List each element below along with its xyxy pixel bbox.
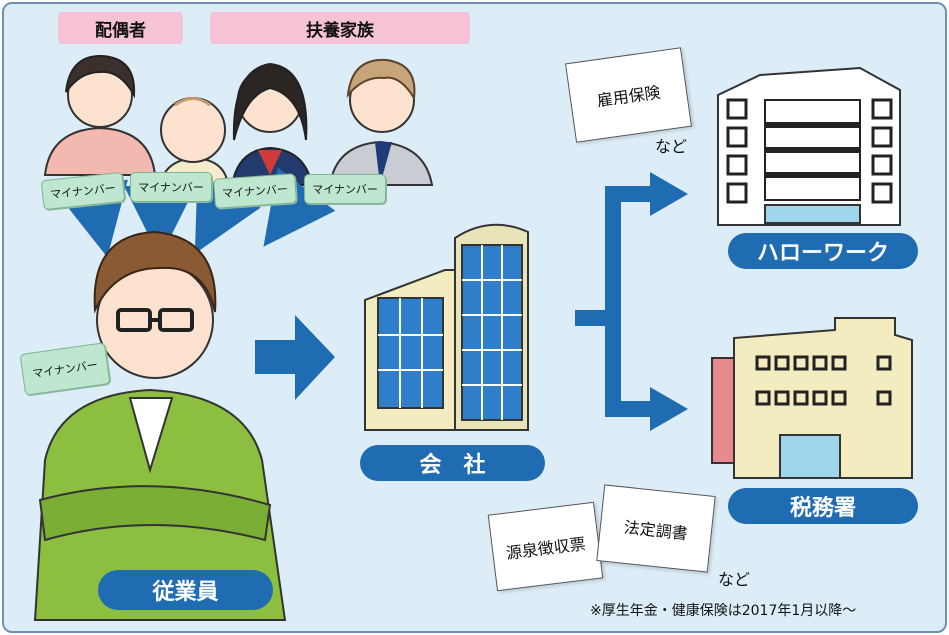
company-label: 会 社 xyxy=(360,445,545,481)
my-number-card-son: マイナンバー xyxy=(304,174,386,204)
spouse-figure xyxy=(43,54,157,176)
branch-arrow xyxy=(575,172,688,431)
withholding-slip-document: 源泉徴収票 xyxy=(487,501,604,592)
employee-figure xyxy=(33,230,287,621)
spouse-label: 配偶者 xyxy=(58,12,183,44)
my-number-card-daughter: マイナンバー xyxy=(213,173,297,209)
employee-label: 従業員 xyxy=(98,570,273,610)
son-figure xyxy=(328,58,434,186)
footnote: ※厚生年金・健康保険は2017年1月以降～ xyxy=(590,603,857,619)
statutory-report-document: 法定調書 xyxy=(596,484,716,573)
employment-insurance-document: 雇用保険 xyxy=(565,47,692,143)
dependents-label: 扶養家族 xyxy=(210,12,470,44)
tax-office-building xyxy=(711,317,913,479)
my-number-card-baby: マイナンバー xyxy=(130,172,212,202)
tax-office-label: 税務署 xyxy=(728,488,918,524)
hello-work-label: ハローワーク xyxy=(728,233,918,269)
arrow-to-company xyxy=(255,315,335,400)
etc-note-top: など xyxy=(655,137,688,156)
etc-note-bottom: など xyxy=(718,570,751,589)
company-building xyxy=(364,223,529,431)
hello-work-building xyxy=(717,66,901,226)
daughter-figure xyxy=(230,62,314,186)
